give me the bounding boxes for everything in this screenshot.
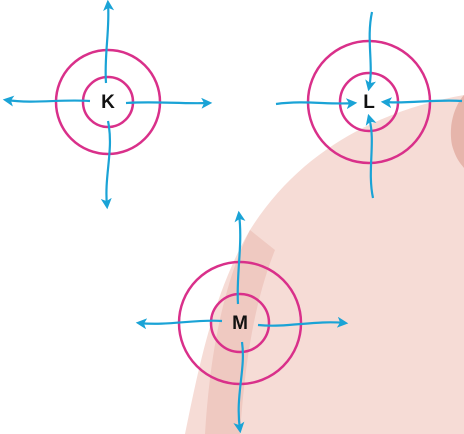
node-k: K bbox=[6, 3, 209, 206]
node-l-arrow-from-left bbox=[276, 102, 354, 104]
node-m-arrow-left bbox=[139, 321, 222, 324]
node-k-arrow-down bbox=[106, 121, 110, 206]
node-m-label: M bbox=[232, 313, 248, 334]
node-k-arrow-up bbox=[106, 3, 109, 83]
node-l-label: L bbox=[363, 92, 375, 113]
node-k-label: K bbox=[101, 92, 115, 113]
node-k-arrow-left bbox=[6, 100, 90, 102]
node-l-arrow-from-top bbox=[369, 12, 372, 88]
node-k-arrow-right bbox=[126, 102, 209, 103]
